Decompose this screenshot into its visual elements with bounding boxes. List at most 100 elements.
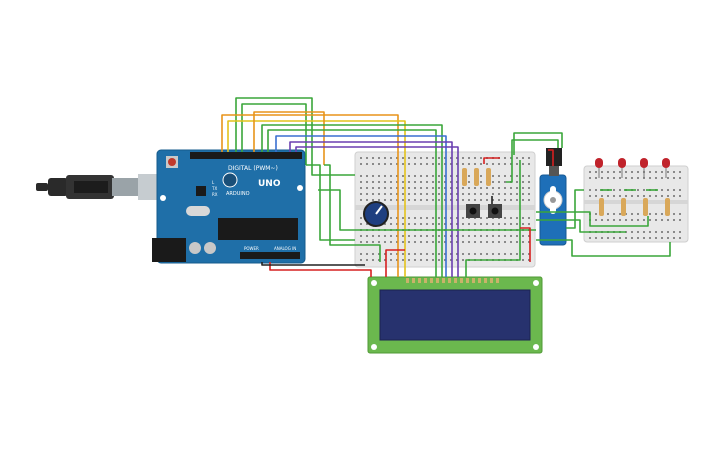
lcd-pin[interactable] — [478, 278, 481, 283]
breadboard-hole — [480, 175, 482, 177]
breadboard-hole — [426, 241, 428, 243]
arduino-uno[interactable]: DIGITAL (PWM~) UNO ARDUINO POWER ANALOG … — [152, 149, 306, 264]
lcd-pin[interactable] — [448, 278, 451, 283]
lcd-pin[interactable] — [454, 278, 457, 283]
breadboard-hole — [390, 223, 392, 225]
wire-red-1 — [269, 262, 372, 277]
breadboard-hole — [420, 223, 422, 225]
breadboard-hole — [390, 181, 392, 183]
breadboard-hole — [492, 187, 494, 189]
breadboard-hole — [426, 181, 428, 183]
digital-header[interactable] — [190, 152, 302, 159]
breadboard-hole — [504, 223, 506, 225]
breadboard-hole — [414, 163, 416, 165]
wire-green-13 — [536, 219, 626, 233]
lcd-pin[interactable] — [418, 278, 421, 283]
lcd-pin[interactable] — [466, 278, 469, 283]
breadboard-hole — [432, 199, 434, 201]
breadboard-hole — [619, 195, 621, 197]
lcd-pin[interactable] — [496, 278, 499, 283]
breadboard-hole — [679, 195, 681, 197]
breadboard-hole — [528, 241, 530, 243]
breadboard-hole — [498, 175, 500, 177]
lcd-pin[interactable] — [430, 278, 433, 283]
breadboard-hole — [468, 187, 470, 189]
breadboard-hole — [528, 223, 530, 225]
lcd-pin[interactable] — [442, 278, 445, 283]
breadboard-hole — [414, 253, 416, 255]
usb-cable[interactable] — [36, 174, 158, 200]
breadboard-hole — [402, 181, 404, 183]
breadboard-hole — [414, 175, 416, 177]
lcd-pin[interactable] — [436, 278, 439, 283]
resistor-array[interactable] — [599, 198, 670, 216]
breadboard-hole — [601, 177, 603, 179]
breadboard-hole — [522, 175, 524, 177]
led-2 — [618, 158, 626, 178]
lcd-16x2[interactable] — [367, 276, 543, 354]
breadboard-hole — [516, 163, 518, 165]
main-resistors[interactable] — [462, 168, 491, 186]
breadboard-hole — [637, 189, 639, 191]
breadboard-hole — [522, 181, 524, 183]
breadboard-hole — [444, 163, 446, 165]
lcd-pin[interactable] — [472, 278, 475, 283]
lcd-pin[interactable] — [490, 278, 493, 283]
breadboard-hole — [402, 253, 404, 255]
pushbutton[interactable] — [466, 204, 502, 218]
lcd-pin[interactable] — [460, 278, 463, 283]
breadboard-hole — [366, 259, 368, 261]
breadboard-hole — [504, 241, 506, 243]
breadboard-hole — [396, 181, 398, 183]
power-analog-header[interactable] — [240, 252, 300, 259]
lcd-pin[interactable] — [412, 278, 415, 283]
breadboard-hole — [420, 193, 422, 195]
breadboard-hole — [366, 187, 368, 189]
breadboard-hole — [631, 237, 633, 239]
breadboard-hole — [528, 259, 530, 261]
breadboard-hole — [643, 237, 645, 239]
breadboard-hole — [414, 181, 416, 183]
breadboard-hole — [637, 195, 639, 197]
breadboard-hole — [366, 241, 368, 243]
lcd-pin[interactable] — [484, 278, 487, 283]
breadboard-hole — [426, 217, 428, 219]
led-array[interactable] — [595, 158, 670, 178]
breadboard-hole — [468, 199, 470, 201]
analog-label: ANALOG IN — [274, 246, 296, 251]
breadboard-hole — [378, 193, 380, 195]
breadboard-hole — [667, 195, 669, 197]
breadboard-hole — [402, 235, 404, 237]
servo-motor[interactable] — [539, 148, 567, 246]
breadboard-hole — [408, 217, 410, 219]
breadboard-hole — [450, 253, 452, 255]
breadboard-small[interactable] — [583, 165, 689, 243]
breadboard-hole — [486, 235, 488, 237]
breadboard-hole — [643, 219, 645, 221]
breadboard-hole — [432, 253, 434, 255]
lcd-pin[interactable] — [406, 278, 409, 283]
breadboard-hole — [420, 181, 422, 183]
breadboard-hole — [468, 253, 470, 255]
breadboard-hole — [510, 175, 512, 177]
breadboard-hole — [366, 235, 368, 237]
breadboard-hole — [378, 253, 380, 255]
breadboard-hole — [366, 253, 368, 255]
breadboard-hole — [462, 163, 464, 165]
breadboard-hole — [408, 259, 410, 261]
breadboard-hole — [396, 253, 398, 255]
wire-green-12 — [536, 239, 671, 257]
lcd-pin[interactable] — [424, 278, 427, 283]
breadboard-hole — [432, 187, 434, 189]
potentiometer[interactable] — [363, 201, 389, 227]
breadboard-hole — [396, 157, 398, 159]
breadboard-hole — [613, 189, 615, 191]
breadboard-hole — [408, 157, 410, 159]
digital-label: DIGITAL (PWM~) — [228, 165, 278, 172]
breadboard-hole — [486, 163, 488, 165]
breadboard-hole — [661, 195, 663, 197]
wire-green-9 — [506, 139, 559, 183]
breadboard-hole — [444, 235, 446, 237]
breadboard-hole — [384, 181, 386, 183]
breadboard-hole — [601, 237, 603, 239]
